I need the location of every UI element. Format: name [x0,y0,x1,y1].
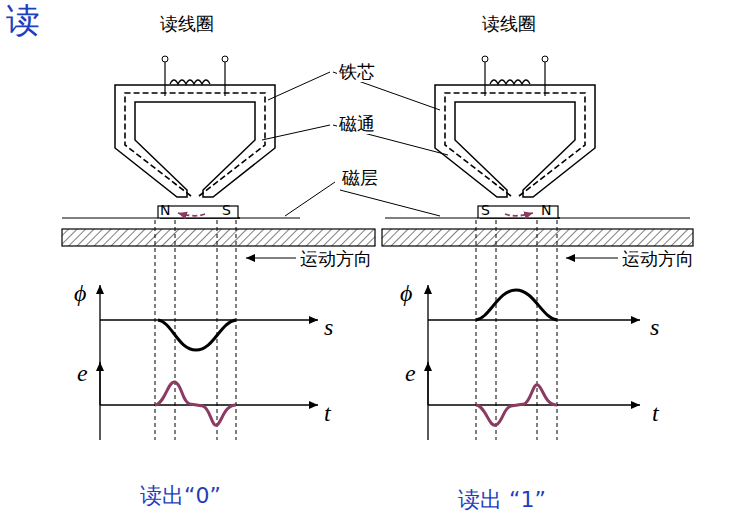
pole-name: S [222,203,231,218]
direction-label: 运动方向 [300,249,372,269]
part-name: 读线圈 [160,14,214,34]
axis-label: ϕ [74,280,86,306]
part-name: 磁层 [340,168,380,188]
part-name: 铁芯 [337,62,377,82]
direction-label: 运动方向 [622,249,694,269]
axis-label: ϕ [400,280,412,306]
caption-text: 读出 “1” [458,488,546,512]
pole-name: S [481,203,490,218]
part-name: 磁通 [337,114,377,134]
axis-label: s [324,314,333,340]
title: 读 [6,2,40,39]
axis-label: e [405,360,416,386]
axis-label: e [77,360,88,386]
part-name: 读线圈 [482,14,536,34]
axis-label: t [324,400,331,426]
axis-label: t [652,400,659,426]
pole-name: N [541,203,551,218]
caption-text: 读出“0” [140,484,221,508]
axis-label: s [650,314,659,340]
pole-name: N [160,203,170,218]
